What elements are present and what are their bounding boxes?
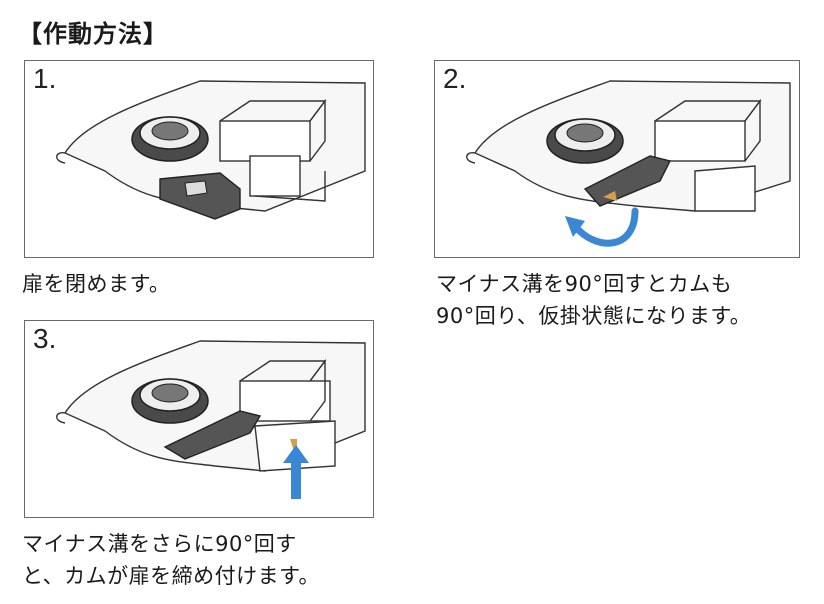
step-1-figure: 1. [24,60,374,258]
step-2-figure: 2. [434,60,800,258]
step-3-number: 3. [33,323,57,354]
up-arrow-icon [283,445,309,499]
step-2-number: 2. [443,63,467,94]
step-1-number: 1. [33,63,57,94]
section-heading: 【作動方法】 [18,20,168,48]
rotate-arrow-icon [571,207,639,247]
step-3-figure: 3. [24,320,374,518]
lock-illustration-closed [56,80,366,220]
lock-illustration-tightened [56,340,366,499]
step-2-caption: マイナス溝を90°回すとカムも 90°回り、仮掛状態になります。 [436,272,752,328]
step-1-caption: 扉を閉めます。 [22,272,171,296]
lock-illustration-rotated [466,80,791,247]
step-3-caption: マイナス溝をさらに90°回す と、カムが扉を締め付けます。 [22,532,321,588]
